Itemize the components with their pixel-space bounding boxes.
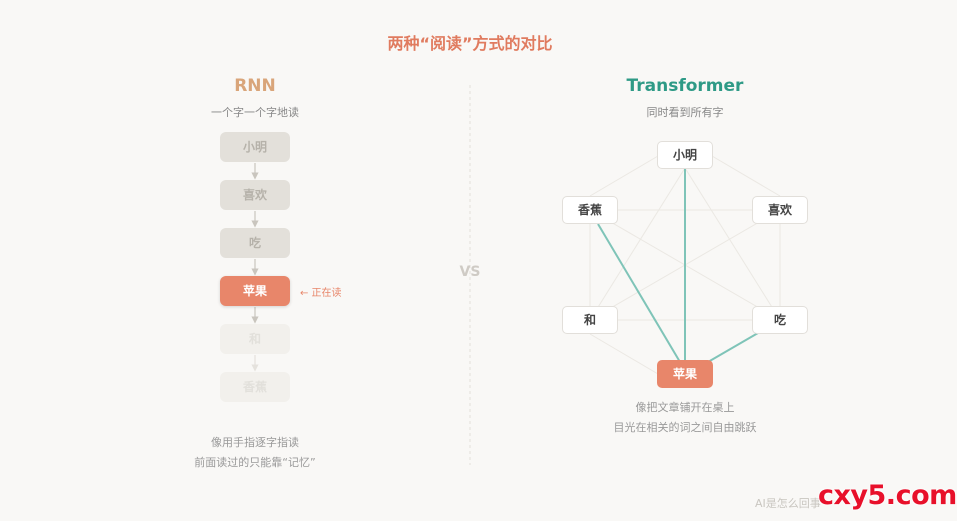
node-chi: 吃 [752, 306, 808, 334]
transformer-note-1: 像把文章铺开在桌上 [635, 401, 735, 414]
link-pingguo-chi [707, 332, 759, 363]
node-xiaoming: 小明 [657, 141, 713, 169]
rnn-current-label: ← 正在读 [300, 288, 342, 299]
rnn-subtitle: 一个字一个字地读 [211, 106, 299, 119]
rnn-note-2: 前面读过的只能靠“记忆” [194, 456, 316, 469]
footer-text: AI是怎么回事 [755, 497, 821, 510]
page-title: 两种“阅读”方式的对比 [387, 34, 553, 53]
node-xihuan: 喜欢 [752, 196, 808, 224]
transformer-faint-links [589, 155, 781, 375]
transformer-heading: Transformer [626, 76, 744, 96]
rnn-note-1: 像用手指逐字指读 [211, 436, 299, 449]
transformer-note-2: 目光在相关的词之间自由跳跃 [613, 421, 757, 434]
rnn-word-2: 喜欢 [220, 180, 290, 210]
rnn-heading: RNN [234, 76, 276, 96]
transformer-attention-links [597, 168, 759, 363]
watermark-logo: cxy5.com [818, 480, 957, 511]
node-pingguo: 苹果 [657, 360, 713, 388]
vs-label: VS [459, 264, 481, 280]
node-he: 和 [562, 306, 618, 334]
rnn-word-1: 小明 [220, 132, 290, 162]
transformer-subtitle: 同时看到所有字 [646, 106, 724, 119]
rnn-word-6: 香蕉 [220, 372, 290, 402]
link-pingguo-xiangjiao [597, 223, 681, 363]
rnn-word-3: 吃 [220, 228, 290, 258]
rnn-word-5: 和 [220, 324, 290, 354]
rnn-word-current: 苹果 [220, 276, 290, 306]
node-xiangjiao: 香蕉 [562, 196, 618, 224]
